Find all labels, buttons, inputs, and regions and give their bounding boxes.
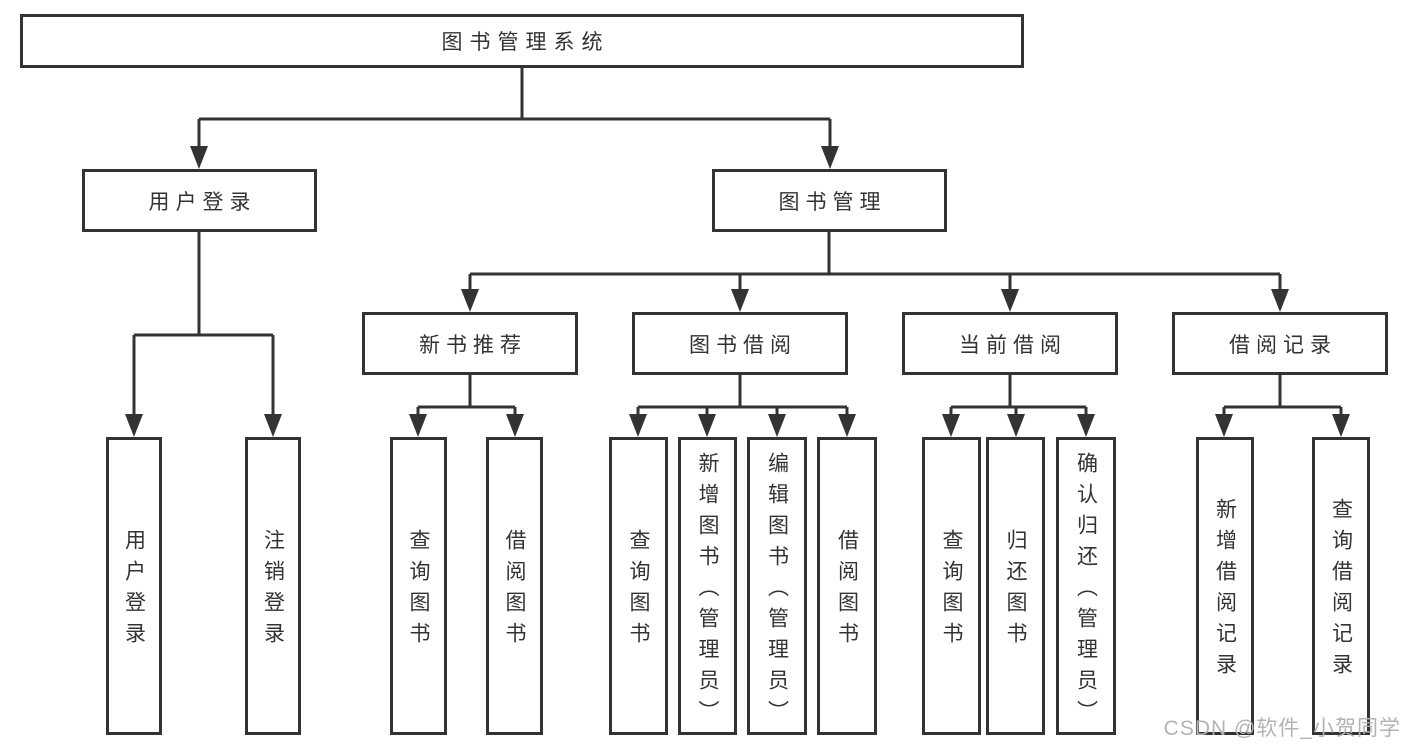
leaf-user-login: 用户登录: [106, 437, 162, 735]
leaf-logout: 注销登录: [245, 437, 301, 735]
csdn-watermark: CSDN @软件_小贺同学: [1163, 717, 1401, 740]
node-book-management-module: 图书管理: [712, 169, 947, 232]
leaf-query-books-current: 查询图书: [922, 437, 981, 735]
leaf-return-books: 归还图书: [986, 437, 1045, 735]
leaf-add-book-admin: 新增图书（管理员）: [678, 437, 737, 735]
node-book-borrowing: 图书借阅: [632, 312, 848, 375]
leaf-borrow-books-recommend: 借阅图书: [486, 437, 543, 735]
node-new-book-recommend: 新书推荐: [362, 312, 578, 375]
node-user-login-module: 用户登录: [82, 169, 317, 232]
leaf-add-borrow-record: 新增借阅记录: [1196, 437, 1254, 735]
node-borrowing-records: 借阅记录: [1172, 312, 1388, 375]
leaf-borrow-books-borrowing: 借阅图书: [817, 437, 877, 735]
leaf-query-books-borrowing: 查询图书: [609, 437, 668, 735]
leaf-edit-book-admin: 编辑图书（管理员）: [747, 437, 807, 735]
leaf-query-books-recommend: 查询图书: [390, 437, 447, 735]
leaf-confirm-return-admin: 确认归还（管理员）: [1056, 437, 1116, 735]
node-current-borrowing: 当前借阅: [902, 312, 1118, 375]
leaf-query-borrow-record: 查询借阅记录: [1312, 437, 1370, 735]
node-root: 图书管理系统: [20, 14, 1024, 68]
